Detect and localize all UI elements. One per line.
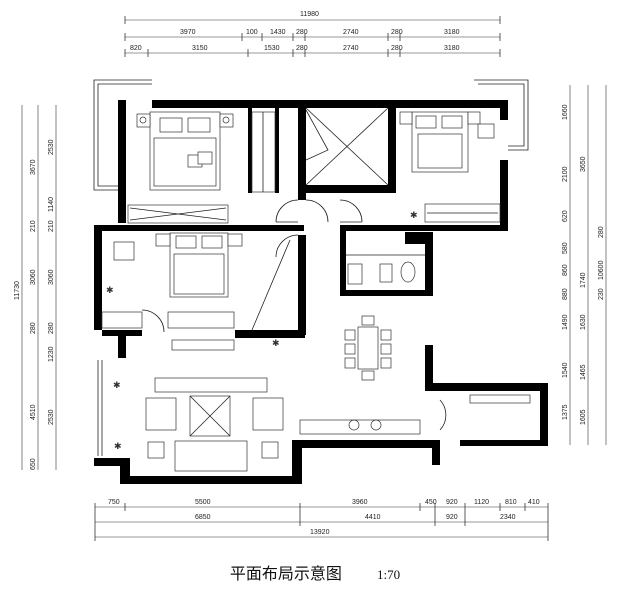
dim-label: 410 bbox=[528, 499, 540, 506]
dim-label: 880 bbox=[562, 288, 569, 300]
dim-bottom-total: 13920 bbox=[310, 529, 330, 536]
dim-label: 810 bbox=[505, 499, 517, 506]
dim-label: 1540 bbox=[562, 362, 569, 378]
second-bedroom-furniture bbox=[399, 111, 501, 223]
dim-label: 3060 bbox=[48, 269, 55, 285]
svg-text:✱: ✱ bbox=[106, 286, 114, 296]
svg-text:✱: ✱ bbox=[410, 211, 418, 221]
dim-label: 2530 bbox=[48, 409, 55, 425]
caption: 平面布局示意图 1:70 bbox=[0, 560, 630, 584]
drawing-title: 平面布局示意图 bbox=[229, 564, 342, 583]
left-dimensions: 11730 3670 210 3060 280 4510 650 2530 11… bbox=[14, 105, 57, 470]
dining-set bbox=[344, 315, 392, 381]
dim-label: 5500 bbox=[195, 499, 211, 506]
dim-label: 820 bbox=[130, 45, 142, 52]
dim-label: 6850 bbox=[195, 514, 211, 521]
dim-label: 280 bbox=[30, 322, 37, 334]
dim-top-total: 11980 bbox=[300, 11, 319, 18]
dim-label: 3060 bbox=[30, 269, 37, 285]
dim-row-top-2: 3970 100 1430 280 2740 280 3180 bbox=[180, 29, 460, 36]
dim-label: 1230 bbox=[48, 346, 55, 362]
dim-label: 3180 bbox=[444, 29, 460, 36]
dim-label: 450 bbox=[425, 499, 437, 506]
dim-label: 210 bbox=[30, 220, 37, 232]
right-dimensions: 1660 2100 620 580 860 880 1490 1540 1375… bbox=[562, 85, 607, 445]
dim-label: 3650 bbox=[580, 156, 587, 172]
dim-label: 4510 bbox=[30, 404, 37, 420]
dim-label: 2340 bbox=[500, 514, 516, 521]
svg-text:✱: ✱ bbox=[113, 381, 121, 391]
dim-label: 3150 bbox=[192, 45, 208, 52]
dim-label: 1605 bbox=[580, 409, 587, 425]
svg-text:✱: ✱ bbox=[114, 442, 122, 452]
dim-label: 100 bbox=[246, 29, 258, 36]
third-bedroom-furniture bbox=[101, 232, 243, 329]
dim-right-total: 10600 bbox=[598, 260, 605, 280]
dim-label: 920 bbox=[446, 514, 458, 521]
dim-row-top-3: 820 3150 1530 280 2740 280 3180 bbox=[130, 45, 460, 52]
corridor-room bbox=[305, 107, 389, 186]
dim-label: 280 bbox=[48, 322, 55, 334]
dim-label: 1465 bbox=[580, 364, 587, 380]
dim-label: 4410 bbox=[365, 514, 381, 521]
top-dimensions: 11980 3970 100 1430 280 2740 280 3180 82… bbox=[124, 11, 501, 57]
bottom-dimensions: 750 5500 3960 450 920 1120 810 410 6850 … bbox=[94, 499, 549, 541]
dim-label: 920 bbox=[446, 499, 458, 506]
svg-text:✱: ✱ bbox=[272, 339, 280, 349]
dim-label: 1660 bbox=[562, 104, 569, 120]
dim-label: 3670 bbox=[30, 159, 37, 175]
dim-label: 280 bbox=[296, 45, 308, 52]
bathroom-fixtures bbox=[346, 254, 425, 285]
dim-label: 1630 bbox=[580, 314, 587, 330]
dim-label: 3180 bbox=[444, 45, 460, 52]
dim-label: 1530 bbox=[264, 45, 280, 52]
dim-label: 1430 bbox=[270, 29, 286, 36]
dim-label: 210 bbox=[48, 220, 55, 232]
dim-label: 3970 bbox=[180, 29, 196, 36]
dim-label: 1375 bbox=[562, 404, 569, 420]
balconies bbox=[93, 79, 529, 456]
dim-label: 2100 bbox=[562, 166, 569, 182]
dim-label: 1490 bbox=[562, 314, 569, 330]
dim-label: 280 bbox=[391, 45, 403, 52]
dim-label: 280 bbox=[296, 29, 308, 36]
dim-label: 280 bbox=[391, 29, 403, 36]
dim-label: 2740 bbox=[343, 29, 359, 36]
dim-label: 750 bbox=[108, 499, 120, 506]
master-bedroom-furniture bbox=[127, 111, 234, 224]
plant-symbols: ✱ ✱ ✱ ✱ ✱ bbox=[106, 211, 418, 452]
dim-label: 230 bbox=[598, 288, 605, 300]
dim-label: 2740 bbox=[343, 45, 359, 52]
dim-left-total: 11730 bbox=[14, 281, 21, 300]
doors bbox=[141, 109, 447, 431]
walls bbox=[94, 100, 548, 484]
drawing-scale: 1:70 bbox=[376, 567, 401, 582]
dim-label: 1120 bbox=[474, 499, 489, 506]
dim-label: 1140 bbox=[48, 197, 55, 212]
dim-label: 2530 bbox=[48, 139, 55, 155]
dim-label: 3960 bbox=[352, 499, 368, 506]
dim-label: 860 bbox=[562, 264, 569, 276]
dim-label: 1740 bbox=[580, 272, 587, 288]
closet bbox=[251, 111, 276, 193]
dim-label: 620 bbox=[562, 210, 569, 222]
dim-label: 650 bbox=[30, 458, 37, 470]
dim-label: 580 bbox=[562, 242, 569, 254]
living-room-furniture bbox=[145, 339, 531, 472]
dim-label: 280 bbox=[598, 226, 605, 238]
